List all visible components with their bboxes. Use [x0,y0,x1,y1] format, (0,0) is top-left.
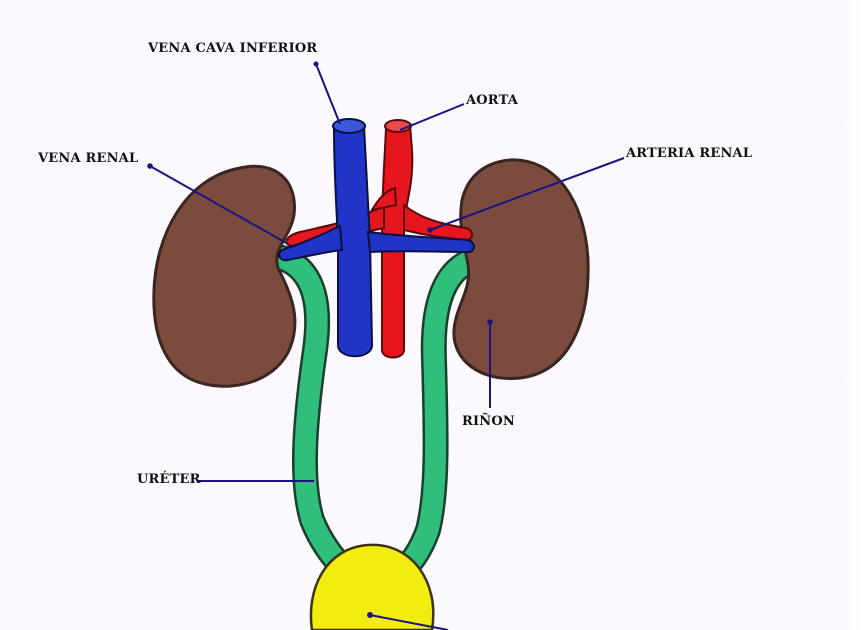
leader-arteria-renal [429,157,625,231]
label-vena-cava-inferior: VENA CAVA INFERIOR [148,41,318,56]
leader-vena-cava [315,63,341,125]
label-ureter: URÉTER [137,472,201,487]
vena-cava-vessel [278,118,475,358]
leader-dots [147,61,493,618]
scan-edge [844,0,868,630]
leader-bladder [369,614,449,630]
left-kidney [152,164,297,388]
leader-vena-renal [149,165,289,245]
right-kidney [452,158,590,380]
right-renal-vein [366,230,475,254]
label-arteria-renal: ARTERIA RENAL [626,146,753,161]
label-aorta: AORTA [466,93,519,108]
bladder-shape [309,543,435,630]
left-renal-vein [278,224,344,262]
leader-aorta [399,103,465,131]
leader-lines [149,63,625,630]
label-vena-renal: VENA RENAL [38,151,139,166]
ureter-tubes [269,245,481,585]
right-renal-artery [403,202,473,242]
label-rinon: RIÑON [462,414,515,429]
